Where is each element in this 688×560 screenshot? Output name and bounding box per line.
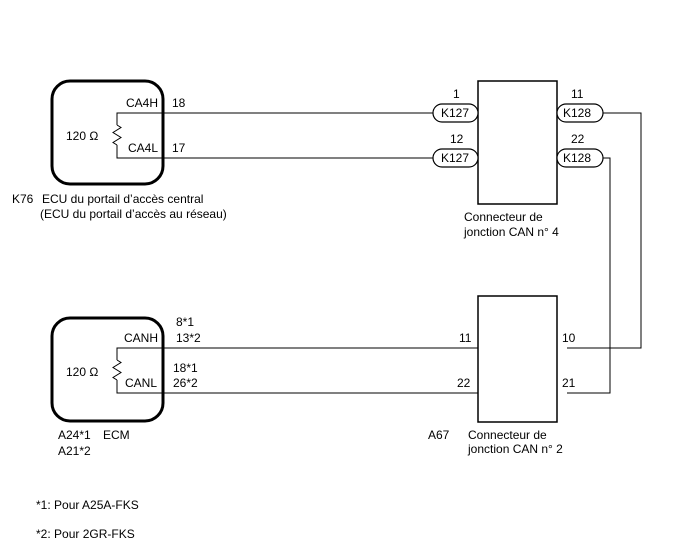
k127-bottom-connector bbox=[432, 148, 479, 168]
k128-top-connector bbox=[556, 103, 604, 123]
gateway-internal-low bbox=[116, 145, 163, 159]
ecm-internal-low bbox=[116, 380, 163, 394]
junction-2-name-line2: jonction CAN n° 2 bbox=[467, 442, 563, 456]
junction-connector-4: K127 K127 K128 K128 1 12 11 22 Connecteu… bbox=[432, 80, 604, 239]
gateway-alt-name: (ECU du portail d’accès au réseau) bbox=[40, 207, 227, 221]
junction-2-id: A67 bbox=[428, 428, 450, 442]
gateway-name: ECU du portail d’accès central bbox=[42, 192, 203, 206]
junction-4-name-line2: jonction CAN n° 4 bbox=[463, 225, 559, 239]
ecm-id-1: A24*1 bbox=[58, 428, 91, 442]
k127-bottom-label: K127 bbox=[441, 151, 469, 165]
junction-2-pin-22: 22 bbox=[457, 376, 471, 390]
gateway-internal-high bbox=[116, 112, 163, 125]
gateway-ecu: CA4H CA4L 120 Ω 18 17 K76 ECU du portail… bbox=[12, 79, 227, 221]
ecm: CANH CANL 120 Ω 8*1 13*2 18*1 26*2 A24*1… bbox=[50, 315, 201, 458]
gateway-id: K76 bbox=[12, 192, 34, 206]
wires bbox=[163, 112, 642, 394]
k128-top-label: K128 bbox=[563, 106, 591, 120]
junction-4-pin-11: 11 bbox=[571, 87, 584, 101]
junction-2-pin-10: 10 bbox=[562, 331, 576, 345]
junction-2-pin-11: 11 bbox=[459, 331, 472, 345]
footnote-1: *1: Pour A25A-FKS bbox=[36, 498, 139, 512]
k127-top-label: K127 bbox=[441, 106, 469, 120]
ecm-box bbox=[50, 316, 165, 423]
gateway-pin-low-number: 17 bbox=[172, 141, 186, 155]
junction-2-pin-21: 21 bbox=[562, 376, 576, 390]
gateway-pin-low-label: CA4L bbox=[128, 141, 158, 155]
ecm-internal-high bbox=[116, 347, 163, 360]
junction-4-box bbox=[477, 80, 558, 205]
ecm-pin-high-label: CANH bbox=[124, 331, 158, 345]
junction-4-pin-22: 22 bbox=[571, 132, 585, 146]
gateway-resistor-icon bbox=[112, 124, 122, 146]
gateway-pin-high-number: 18 bbox=[172, 96, 186, 110]
junction-connector-2: 11 22 10 21 A67 Connecteur de jonction C… bbox=[428, 295, 576, 456]
ecm-resistor-label: 120 Ω bbox=[66, 365, 98, 379]
junction-2-name-line1: Connecteur de bbox=[468, 428, 547, 442]
footnotes: *1: Pour A25A-FKS *2: Pour 2GR-FKS bbox=[36, 498, 139, 541]
ecm-name: ECM bbox=[103, 428, 130, 442]
ecm-pin-low-number-2: 26*2 bbox=[173, 376, 198, 390]
wire-k128-11-to-10 bbox=[567, 112, 642, 349]
footnote-2: *2: Pour 2GR-FKS bbox=[36, 527, 135, 541]
k128-bottom-label: K128 bbox=[563, 151, 591, 165]
gateway-resistor-label: 120 Ω bbox=[66, 129, 98, 143]
k128-bottom-connector bbox=[556, 148, 604, 168]
junction-4-pin-1: 1 bbox=[453, 87, 460, 101]
junction-4-name-line1: Connecteur de bbox=[464, 210, 543, 224]
ecm-resistor-icon bbox=[112, 359, 122, 381]
ecm-pin-low-number-1: 18*1 bbox=[173, 361, 198, 375]
gateway-pin-high-label: CA4H bbox=[126, 96, 158, 110]
junction-2-box bbox=[477, 295, 558, 423]
k127-top-connector bbox=[432, 103, 479, 123]
ecm-pin-high-number-2: 13*2 bbox=[176, 331, 201, 345]
wire-k128-22-to-21 bbox=[567, 157, 611, 394]
ecm-id-2: A21*2 bbox=[58, 444, 91, 458]
ecm-pin-high-number-1: 8*1 bbox=[176, 315, 194, 329]
junction-4-pin-12: 12 bbox=[450, 132, 464, 146]
ecm-pin-low-label: CANL bbox=[125, 376, 157, 390]
